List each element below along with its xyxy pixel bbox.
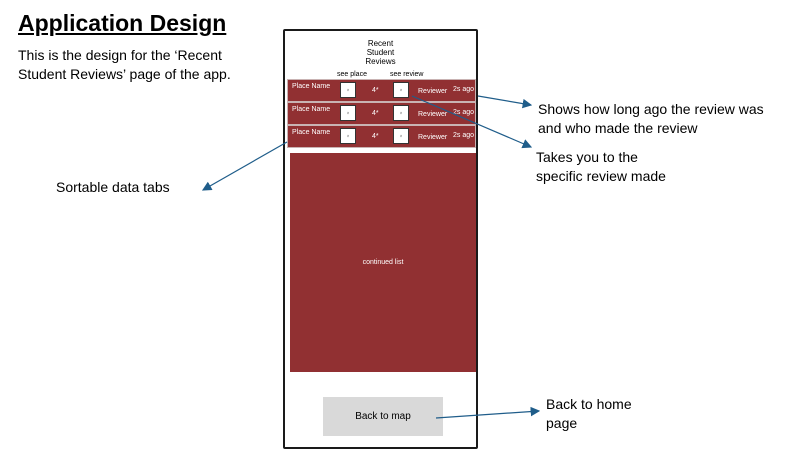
slide-title: Application Design: [18, 10, 227, 36]
external-link-icon: [400, 112, 402, 114]
callout-time-reviewer: Shows how long ago the review was and wh…: [538, 100, 764, 138]
time-ago: 2s ago: [453, 109, 475, 116]
callout-line: Shows how long ago the review was: [538, 101, 764, 117]
see-place-button[interactable]: [340, 105, 356, 121]
rating: 4*: [372, 110, 379, 117]
see-review-button[interactable]: [393, 82, 409, 98]
external-link-icon: [400, 89, 402, 91]
list-placeholder: continued list: [362, 259, 404, 266]
review-row[interactable]: Place Name 4* Reviewer 2s ago: [287, 125, 476, 148]
review-row[interactable]: Place Name 4* Reviewer 2s ago: [287, 79, 476, 102]
see-place-button[interactable]: [340, 82, 356, 98]
rating: 4*: [372, 87, 379, 94]
rating: 4*: [372, 133, 379, 140]
external-link-icon: [347, 135, 349, 137]
callout-home: Back to home page: [546, 395, 632, 433]
callout-sortable: Sortable data tabs: [56, 179, 170, 195]
time-ago: 2s ago: [453, 132, 475, 139]
column-header-see-place[interactable]: see place: [337, 71, 367, 78]
callout-line: and who made the review: [538, 120, 698, 136]
see-place-button[interactable]: [340, 128, 356, 144]
see-review-button[interactable]: [393, 105, 409, 121]
review-row[interactable]: Place Name 4* Reviewer 2s ago: [287, 102, 476, 125]
callout-line: Takes you to the: [536, 149, 638, 165]
reviewer: Reviewer: [418, 111, 448, 118]
callout-line: specific review made: [536, 168, 666, 184]
arrow-to-time-callout: [477, 95, 533, 109]
external-link-icon: [400, 135, 402, 137]
callout-specific-review: Takes you to the specific review made: [536, 148, 666, 186]
external-link-icon: [347, 112, 349, 114]
external-link-icon: [347, 89, 349, 91]
place-name: Place Name: [292, 83, 331, 90]
column-header-see-review[interactable]: see review: [390, 71, 424, 78]
reviewer: Reviewer: [418, 88, 448, 95]
slide-description: This is the design for the ‘Recent Stude…: [18, 47, 231, 82]
back-to-map-button[interactable]: Back to map: [323, 397, 443, 436]
callout-line: page: [546, 415, 578, 431]
time-ago: 2s ago: [453, 86, 475, 93]
place-name: Place Name: [292, 106, 331, 113]
callout-line: Back to home: [546, 396, 632, 412]
phone-mockup: Recent Student Reviews see place see rev…: [283, 29, 478, 449]
page-title-line: Recent: [367, 39, 394, 48]
page-title-line: Student: [366, 48, 395, 57]
continued-list[interactable]: continued list: [290, 153, 476, 372]
place-name: Place Name: [292, 129, 331, 136]
page-title: Recent Student Reviews: [285, 39, 476, 66]
see-review-button[interactable]: [393, 128, 409, 144]
arrow-to-sortable-tabs: [201, 141, 288, 191]
reviewer: Reviewer: [418, 134, 448, 141]
page-title-line: Reviews: [365, 57, 396, 66]
